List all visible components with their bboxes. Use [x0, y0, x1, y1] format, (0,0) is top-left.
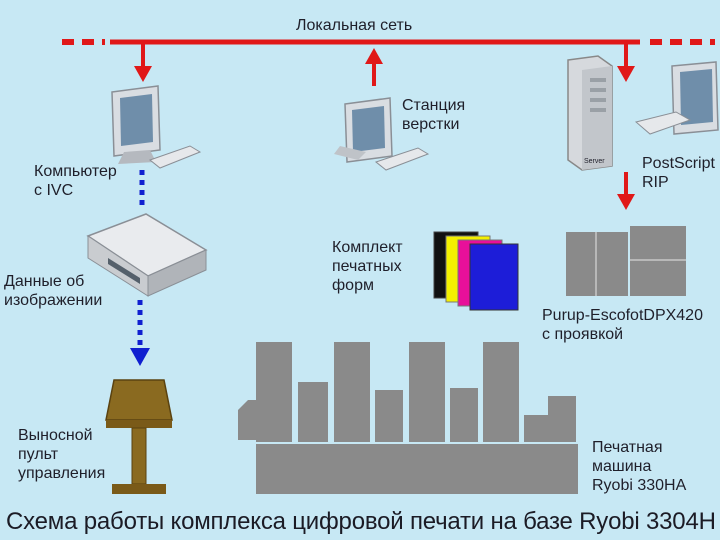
image-data-storage-icon	[86, 213, 208, 297]
platesetter-icon	[566, 226, 686, 296]
printing-plate-set-icon	[433, 231, 519, 311]
data-link-storage-to-console	[130, 300, 150, 366]
remote-console-icon	[105, 379, 173, 494]
arrow-up-from-layout	[365, 48, 383, 86]
arrow-down-to-rip	[617, 44, 635, 82]
postscript-rip-computer-icon	[634, 61, 719, 135]
server-label: Server	[584, 158, 605, 165]
network-label: Локальная сеть	[296, 17, 413, 34]
server-icon	[567, 55, 613, 171]
ivc-computer-icon	[111, 85, 202, 169]
arrow-down-to-ivc	[134, 44, 152, 82]
printing-machine-icon	[238, 342, 578, 494]
layout-station-computer-icon	[334, 97, 430, 171]
plate-blue	[469, 243, 519, 311]
arrow-down-to-platesetter	[617, 172, 635, 210]
diagram-caption: Схема работы комплекса цифровой печати н…	[6, 508, 716, 535]
